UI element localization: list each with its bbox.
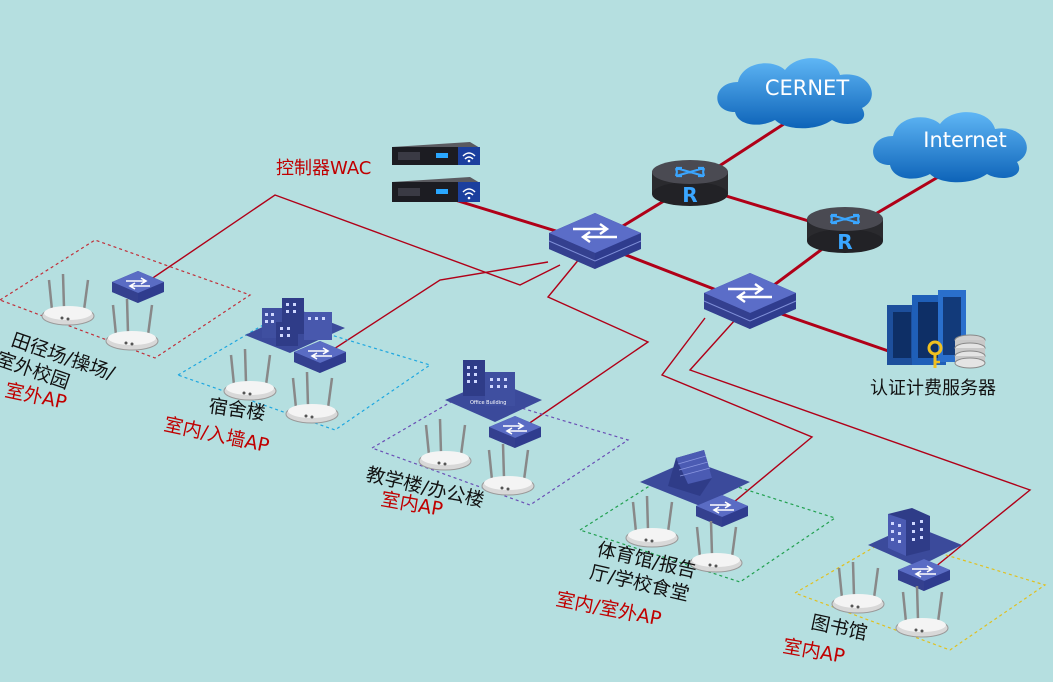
zone-teaching-ap-2 <box>480 442 536 497</box>
router-1: R <box>650 158 730 208</box>
key-icon <box>927 340 943 368</box>
router-2: R <box>805 205 885 255</box>
office-building: Office Building <box>445 360 542 422</box>
database-icon <box>954 334 986 369</box>
link-teaching <box>514 257 650 434</box>
zone-dorm: 宿舍楼 室内/入墙AP <box>162 298 432 457</box>
wac-unit-2 <box>392 177 480 202</box>
gym-building <box>640 450 750 506</box>
wac-unit-1 <box>392 142 480 165</box>
router-2-letter: R <box>837 230 852 254</box>
zone-field-ap-1 <box>40 272 96 327</box>
zone-field-ap-2 <box>104 297 160 352</box>
link-gym <box>660 317 814 513</box>
library-building <box>868 508 962 567</box>
link-field <box>137 194 561 289</box>
link-dorm <box>319 261 549 359</box>
office-building-sign: Office Building <box>470 400 506 406</box>
zone-library-ap-type: 室内AP <box>781 635 846 668</box>
link-library <box>688 319 1032 577</box>
wac-label: 控制器WAC <box>276 158 371 179</box>
zone-gym: 体育馆/报告 厅/学校食堂 室内/室外AP <box>554 450 837 630</box>
zone-library-ap-2 <box>894 584 950 639</box>
zone-gym-ap-1 <box>624 494 680 549</box>
zone-field: 田径场/操场/ 室外校园 室外AP <box>0 239 252 414</box>
zone-teaching-ap-1 <box>417 417 473 472</box>
zone-dorm-ap-2 <box>284 370 340 425</box>
core-switch <box>547 211 643 271</box>
zone-library-ap-1 <box>830 560 886 615</box>
dorm-building <box>245 298 345 353</box>
auth-billing-server: 认证计费服务器 <box>870 290 996 399</box>
cernet-label: CERNET <box>765 76 850 100</box>
zone-library: 图书馆 室内AP <box>781 508 1047 668</box>
zone-library-switch <box>897 558 951 592</box>
zone-dorm-ap-1 <box>222 347 278 402</box>
internet-cloud: Internet <box>873 112 1027 183</box>
internet-label: Internet <box>923 128 1006 152</box>
server-label: 认证计费服务器 <box>870 378 996 399</box>
cernet-cloud: CERNET <box>717 58 872 129</box>
zone-teaching: Office Building 教学楼/办公楼 室内AP <box>364 360 630 521</box>
distribution-switch <box>702 271 798 331</box>
wac-controller: 控制器WAC <box>276 142 480 202</box>
router-1-letter: R <box>682 183 697 207</box>
